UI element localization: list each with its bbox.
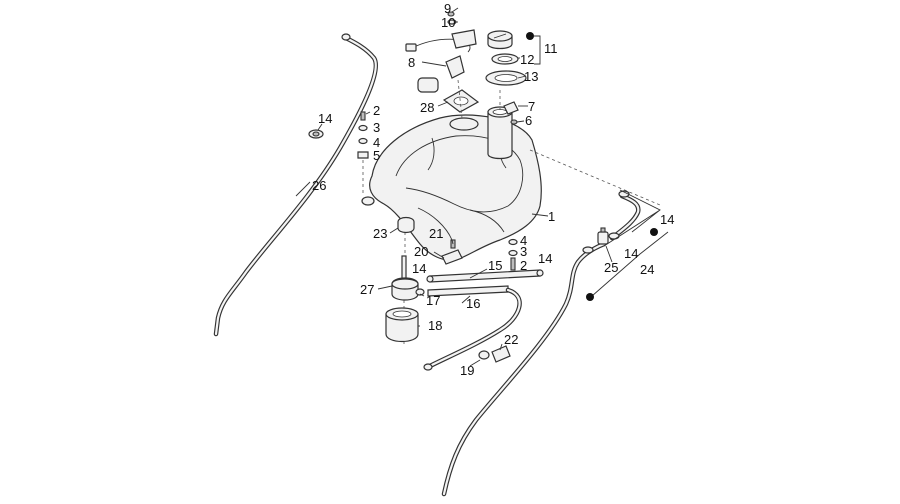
callout-labels: 9 10 11 12 13 8 28 7 6 2 3 4 5 14 26 1 1… — [312, 1, 674, 378]
fuel-line-16 — [423, 285, 522, 371]
screw-6 — [510, 119, 518, 125]
callout-20: 20 — [414, 244, 428, 259]
callout-5: 5 — [373, 148, 380, 163]
fuel-line-15 — [426, 269, 544, 283]
callout-28: 28 — [420, 100, 434, 115]
callout-10: 10 — [441, 15, 455, 30]
callout-24: 24 — [640, 262, 654, 277]
callout-15: 15 — [488, 258, 502, 273]
fasteners-lower-right — [508, 238, 518, 271]
fastener-stack-upper — [357, 111, 369, 196]
callout-17: 17 — [426, 293, 440, 308]
callout-13: 13 — [524, 69, 538, 84]
callout-16: 16 — [466, 296, 480, 311]
sender-gasket-28 — [442, 89, 480, 113]
callout-12: 12 — [520, 52, 534, 67]
callout-18: 18 — [428, 318, 442, 333]
callout-23: 23 — [373, 226, 387, 241]
callout-4-upper: 4 — [373, 135, 380, 150]
vent-valve-25 — [597, 227, 609, 245]
callout-14-vent-mid: 14 — [624, 246, 638, 261]
callout-2-lower: 2 — [520, 258, 527, 273]
callout-4-lower: 4 — [520, 233, 527, 248]
assembly-line-vent — [529, 149, 661, 206]
seal-ring-13 — [485, 70, 527, 86]
callout-14-line: 14 — [538, 251, 552, 266]
callout-3-upper: 3 — [373, 120, 380, 135]
callout-3-lower: 3 — [520, 244, 527, 259]
leader-lines — [295, 7, 669, 367]
callout-25: 25 — [604, 260, 618, 275]
callout-27: 27 — [360, 282, 374, 297]
clamp-17 — [415, 288, 425, 296]
clips-19-22 — [478, 345, 511, 363]
vent-hose-24 — [441, 193, 641, 497]
breather-hose-26 — [213, 33, 378, 337]
callout-14-pump: 14 — [412, 261, 426, 276]
callout-11: 11 — [544, 41, 558, 56]
callout-1: 1 — [548, 209, 555, 224]
fuel-pump-27 — [391, 255, 419, 301]
filler-neck — [487, 106, 513, 160]
callout-9: 9 — [444, 1, 451, 16]
reference-dots — [526, 32, 658, 301]
assembly-line-sender — [457, 79, 463, 119]
callout-26: 26 — [312, 178, 326, 193]
fuel-sender-8 — [405, 11, 477, 93]
callout-2-upper: 2 — [373, 103, 380, 118]
gasket-12 — [491, 53, 519, 65]
callout-19: 19 — [460, 363, 474, 378]
hose-clamp-14-left — [308, 129, 324, 139]
callout-14-vent-top: 14 — [660, 212, 674, 227]
callout-21: 21 — [429, 226, 443, 241]
callout-22: 22 — [504, 332, 518, 347]
clip-7 — [503, 101, 519, 115]
callout-7: 7 — [528, 99, 535, 114]
clamp-23 — [397, 216, 415, 234]
fuel-tank-1 — [361, 114, 542, 261]
fuel-cap-11 — [487, 30, 513, 50]
callout-14-left: 14 — [318, 111, 332, 126]
fuel-filter-18 — [385, 307, 419, 343]
callout-6: 6 — [525, 113, 532, 128]
callout-8: 8 — [408, 55, 415, 70]
